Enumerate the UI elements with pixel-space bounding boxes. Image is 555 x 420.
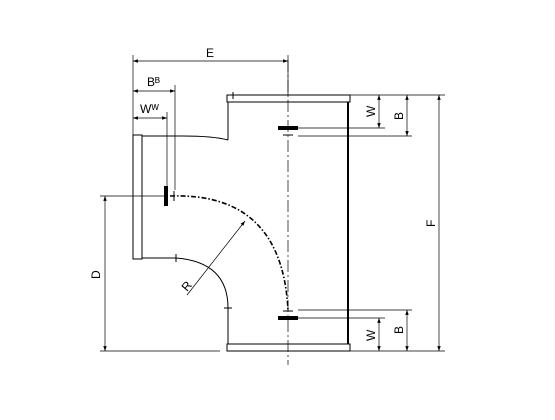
dimension-W-B-top: W B — [298, 95, 412, 137]
bottom-weld-mark — [278, 316, 298, 320]
branch-lower-wall — [142, 257, 229, 309]
label-W-right-top: W — [364, 105, 378, 117]
main-run-pipe — [226, 60, 351, 365]
label-R: R — [179, 278, 196, 294]
dimension-B-branch: Bᴮ — [133, 75, 176, 190]
label-W-branch: Wᵂ — [140, 102, 159, 116]
label-W-right-bottom: W — [364, 329, 378, 341]
bottom-end-plate — [226, 343, 351, 352]
dimension-R: R — [179, 220, 246, 296]
label-D: D — [89, 270, 103, 279]
label-E: E — [206, 46, 214, 60]
branch-centerline — [169, 195, 289, 311]
label-F: F — [424, 220, 438, 227]
branch-flange — [132, 134, 143, 260]
dimension-W-branch: Wᵂ — [133, 102, 168, 186]
branch-weld-mark — [164, 186, 168, 206]
top-weld-mark — [278, 126, 298, 130]
top-end-plate — [226, 94, 351, 103]
branch-upper-wall — [142, 135, 229, 141]
label-B-branch: Bᴮ — [147, 75, 160, 89]
dimension-F: F — [350, 94, 445, 352]
dimension-W-B-bottom: W B — [298, 309, 412, 351]
dimension-D: D — [89, 195, 220, 352]
label-B-right-top: B — [392, 112, 406, 120]
branch-pipe — [132, 134, 289, 311]
dimension-E: E — [132, 46, 289, 135]
label-B-right-bottom: B — [392, 326, 406, 334]
